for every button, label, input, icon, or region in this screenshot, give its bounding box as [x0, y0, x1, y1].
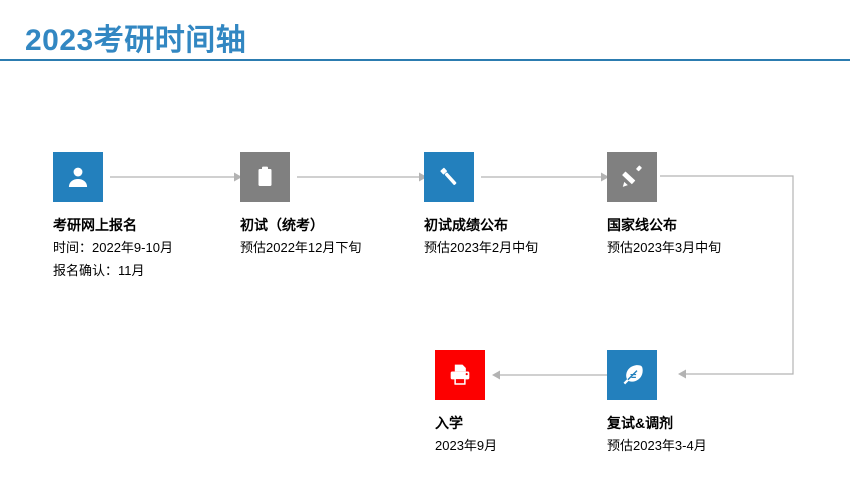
milestone-title: 考研网上报名: [53, 217, 137, 233]
milestone-national-line[interactable]: 国家线公布 预估2023年3月中旬: [607, 152, 807, 258]
milestone-icon-box: [424, 152, 474, 202]
milestone-detail-line: 预估2022年12月下旬: [240, 240, 362, 255]
milestone-title: 初试成绩公布: [424, 217, 508, 233]
connector-elbow-down-left: [660, 168, 805, 388]
milestone-title: 国家线公布: [607, 217, 677, 233]
flashlight-icon: [436, 164, 462, 190]
milestone-icon-box: [240, 152, 290, 202]
printer-icon: [447, 362, 473, 388]
milestone-detail-line: 预估2023年2月中旬: [424, 240, 539, 255]
milestone-online-registration[interactable]: 考研网上报名 时间：2022年9-10月 报名确认：11月: [53, 152, 253, 281]
milestone-title: 初试（统考）: [240, 217, 324, 233]
milestone-detail-line: 预估2023年3月中旬: [607, 240, 722, 255]
clipboard-icon: [253, 165, 277, 189]
connector-arrow-2: [297, 170, 427, 182]
milestone-icon-box: [435, 350, 485, 400]
page-title: 2023考研时间轴: [25, 24, 247, 57]
connector-arrow-3: [481, 170, 609, 182]
milestone-enrollment[interactable]: 入学 2023年9月: [435, 350, 635, 456]
connector-arrow-1: [110, 170, 242, 182]
milestone-score-release[interactable]: 初试成绩公布 预估2023年2月中旬: [424, 152, 624, 258]
milestone-icon-box: [53, 152, 103, 202]
milestone-second-round[interactable]: 复试&调剂 预估2023年3-4月: [607, 350, 807, 456]
milestone-detail-line: 预估2023年3-4月: [607, 438, 707, 453]
milestone-title: 入学: [435, 415, 463, 431]
milestone-icon-box: [607, 350, 657, 400]
milestone-detail-line: 时间：2022年9-10月: [53, 240, 173, 255]
feather-icon: [619, 362, 645, 388]
milestone-detail-line: 2023年9月: [435, 438, 498, 453]
person-icon: [65, 164, 91, 190]
connector-arrow-4: [492, 368, 614, 380]
page-header: 2023考研时间轴: [0, 0, 850, 62]
milestone-detail-line: 报名确认：11月: [53, 263, 145, 278]
header-divider: [0, 59, 850, 61]
milestone-icon-box: [607, 152, 657, 202]
milestone-title: 复试&调剂: [607, 415, 674, 431]
pencil-icon: [619, 164, 645, 190]
milestone-preliminary-exam[interactable]: 初试（统考） 预估2022年12月下旬: [240, 152, 440, 258]
